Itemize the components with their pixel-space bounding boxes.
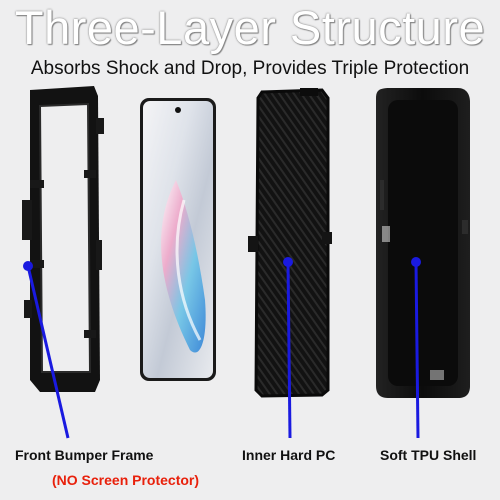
pointer-lines — [23, 257, 421, 439]
pointer-dot-pc — [283, 257, 293, 267]
caption-inner-hard-pc: Inner Hard PC — [242, 447, 336, 463]
hard-pc-shell-icon — [248, 88, 332, 398]
pointer-dot-bumper — [23, 261, 33, 271]
caption-no-screen-protector: (NO Screen Protector) — [52, 472, 200, 488]
pointer-dot-tpu — [411, 257, 421, 267]
page-title: Three-Layer Structure — [14, 1, 486, 54]
phone-icon — [140, 98, 216, 381]
caption-soft-tpu-shell: Soft TPU Shell — [380, 447, 477, 463]
bumper-frame-icon — [22, 86, 104, 392]
tpu-shell-icon — [376, 88, 470, 398]
caption-bumper-frame: Front Bumper Frame — [15, 447, 154, 463]
page-subtitle: Absorbs Shock and Drop, Provides Triple … — [30, 58, 470, 79]
